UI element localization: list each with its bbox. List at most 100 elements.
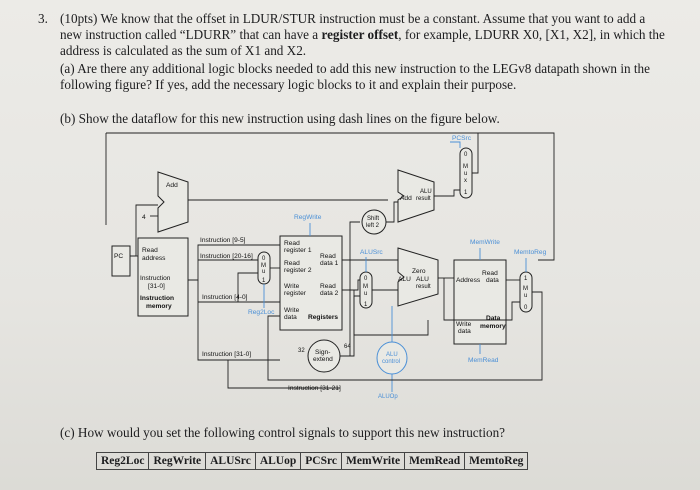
part-c-text: (c) How would you set the following cont…: [60, 425, 506, 440]
memtoreg-signal: MemtoReg: [514, 249, 547, 256]
register-file: [279, 235, 343, 331]
rf-write-reg-b: register: [284, 290, 307, 297]
alu-label-2: ALU: [416, 276, 429, 283]
im-title-1: Instruction: [140, 295, 174, 302]
dm-read-label: Read: [482, 270, 498, 277]
instr-31-21-label: Instruction [31-21]: [288, 385, 341, 392]
shift-label-b: left 2: [366, 223, 380, 229]
im-instruction-label: Instruction: [140, 275, 171, 282]
col-memtoreg: MemtoReg: [464, 452, 529, 470]
col-regwrite: RegWrite: [148, 452, 207, 470]
rf-write-data-b: data: [284, 314, 297, 321]
aluop-signal: ALUOp: [378, 394, 398, 400]
col-memwrite: MemWrite: [340, 452, 406, 470]
pcsrc-mux-x: x: [464, 178, 467, 184]
pcsrc-wire: [450, 141, 461, 148]
rf-read-reg1-b: register 1: [284, 247, 312, 254]
question-intro-bold: register offset: [321, 27, 399, 42]
rf-read-reg2-b: register 2: [284, 267, 312, 274]
instr-31-21-wire: [227, 360, 340, 389]
read-data2-wire: [342, 279, 360, 291]
dm-write-data-label: data: [458, 328, 471, 335]
alusrc-mux-m: M: [363, 284, 368, 290]
col-aluop: ALUop: [254, 452, 302, 470]
sign-extend-out: [340, 295, 360, 357]
im-title-2: memory: [146, 303, 172, 310]
four-constant: 4: [142, 214, 146, 221]
question-number: 3.: [38, 11, 48, 26]
instr-bus-bottom: [197, 280, 280, 361]
pcsrc-mux-0: 0: [464, 152, 468, 158]
writeback-wire: [267, 291, 543, 381]
col-reg2loc: Reg2Loc: [95, 452, 150, 470]
reg2loc-mux-0: 0: [262, 256, 266, 262]
col-memread: MemRead: [404, 452, 466, 470]
dm-title-1: Data: [486, 315, 501, 322]
pcsrc-mux-1: 1: [464, 190, 468, 196]
alu-control: [376, 341, 408, 375]
sign-extend-to-shift: [349, 221, 360, 356]
alusrc-mux-1: 1: [364, 302, 368, 308]
rf-write-data-a: Write: [284, 307, 300, 314]
dm-title-2: memory: [480, 323, 506, 330]
instr-9-5-label: Instruction [9-5]: [200, 237, 246, 244]
instr-bus-top: [188, 244, 280, 281]
sign-extend-64: 64: [344, 344, 351, 350]
col-alusrc: ALUSrc: [205, 452, 256, 470]
part-b-text: (b) Show the dataflow for this new instr…: [60, 111, 500, 126]
memtoreg-mux-m: M: [523, 286, 528, 292]
question-intro-end: , for example, LDURR X0, [X1, X2], in wh…: [60, 27, 665, 58]
memtoreg-mux-1: 1: [524, 276, 528, 282]
part-a-text: (a) Are there any additional logic block…: [60, 61, 650, 92]
pc-adder: [157, 171, 189, 233]
alu-control-label-b: control: [382, 359, 400, 365]
alu-control-label-a: ALU: [386, 352, 398, 358]
dm-write-label: Write: [456, 321, 472, 328]
alu-result-label: result: [416, 284, 431, 290]
alusrc-mux-u: u: [364, 291, 367, 297]
shift-left-2: [361, 209, 387, 235]
rf-write-reg-a: Write: [284, 283, 300, 290]
pcsrc-out-wire: [472, 133, 479, 174]
regwrite-signal: RegWrite: [294, 214, 322, 221]
im-bits-label: [31-0]: [148, 283, 165, 290]
branch-add-label: Add: [400, 195, 412, 202]
rf-read-data2-a: Read: [320, 283, 336, 290]
instruction-memory: [137, 237, 189, 317]
question-intro: (10pts) We know that the offset in LDUR/…: [60, 11, 670, 59]
alusrc-signal: ALUSrc: [360, 249, 383, 256]
pc-label: PC: [114, 253, 123, 260]
pc-to-add-wire: [130, 204, 158, 257]
reg2loc-mux-m: M: [261, 263, 266, 269]
pcsrc-mux-u: u: [464, 171, 467, 177]
col-pcsrc: PCSrc: [300, 452, 342, 470]
instr-20-16-label: Instruction [20-16]: [200, 253, 253, 260]
memread-signal: MemRead: [468, 357, 499, 364]
memwrite-signal: MemWrite: [470, 239, 500, 246]
rf-read-reg2-a: Read: [284, 260, 300, 267]
dm-data-label: data: [486, 277, 499, 284]
top-loop-wire: [106, 132, 555, 261]
sign-extend-label-b: extend: [313, 356, 333, 363]
sign-extend-32: 32: [298, 348, 305, 354]
pcsrc-mux-m: M: [463, 164, 468, 170]
pc-adder-label: Add: [166, 182, 178, 189]
reg2loc-signal: Reg2Loc: [248, 309, 275, 316]
im-read-label: Read: [142, 247, 158, 254]
rf-read-data1-a: Read: [320, 253, 336, 260]
control-signal-header-row: Reg2Loc RegWrite ALUSrc ALUop PCSrc MemW…: [95, 452, 529, 470]
control-signal-table: Reg2Loc RegWrite ALUSrc ALUop PCSrc MemW…: [95, 452, 529, 470]
alu-zero-label: Zero: [412, 268, 426, 275]
branch-alu-label: ALU: [420, 189, 432, 195]
shift-label-a: Shift: [367, 216, 379, 222]
im-address-label: address: [142, 255, 166, 262]
main-alu: [397, 247, 439, 307]
alu-bypass-wire: [443, 278, 520, 321]
sign-extend-label-a: Sign-: [315, 349, 330, 356]
rf-read-data1-b: data 1: [320, 260, 339, 267]
memtoreg-mux-u: u: [524, 293, 527, 299]
rf-read-data2-b: data 2: [320, 290, 339, 297]
instr-31-0-label: Instruction [31-0]: [202, 351, 251, 358]
instr-4-0-label: Instruction [4-0]: [202, 294, 248, 301]
